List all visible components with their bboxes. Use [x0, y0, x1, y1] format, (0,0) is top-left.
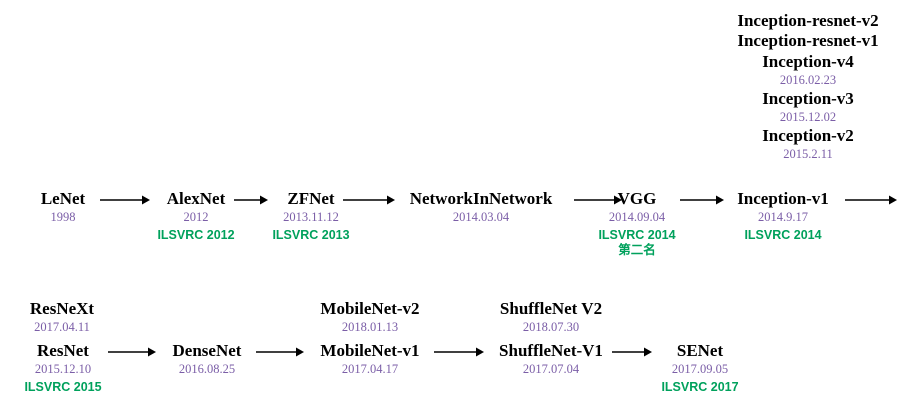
arrow-right-icon [612, 346, 652, 358]
node-name: Inception-v1 [737, 189, 829, 208]
node-date: 2017.04.17 [341, 361, 399, 376]
variant-inception-resnet-v2: Inception-resnet-v2 [737, 12, 878, 30]
variant-name: ShuffleNet V2 [499, 299, 603, 318]
node-date: 2017.07.04 [522, 361, 580, 376]
node-name: ResNet [37, 341, 89, 360]
variant-name: Inception-resnet-v2 [737, 11, 879, 30]
node-name: AlexNet [166, 189, 226, 208]
node-award: ILSVRC 2017 [661, 380, 739, 395]
variant-date: 2016.02.23 [779, 72, 837, 87]
node-date: 2013.11.12 [283, 209, 339, 224]
node-award: ILSVRC 2013 [272, 228, 350, 243]
arrow-right-icon [108, 346, 156, 358]
node-mobilenet-v1: MobileNet-v1 2017.04.17 [308, 342, 432, 376]
node-resnet: ResNet 2015.12.10 ILSVRC 2015 [22, 342, 104, 395]
node-award: ILSVRC 2015 [24, 380, 102, 395]
resnext-variant: ResNeXt 2017.04.11 [20, 300, 104, 334]
node-name: ZFNet [287, 189, 335, 208]
arrow-right-icon [574, 194, 622, 206]
variant-inception-v4: Inception-v4 2016.02.23 [762, 51, 854, 87]
variant-date: 2018.01.13 [341, 319, 399, 334]
node-name: DenseNet [172, 341, 242, 360]
arrow-right-icon [343, 194, 395, 206]
variant-inception-v3: Inception-v3 2015.12.02 [762, 90, 854, 124]
node-award: ILSVRC 2014 [598, 228, 676, 243]
inception-variant-stack: Inception-resnet-v2 Inception-resnet-v1 … [708, 12, 907, 161]
variant-name: Inception-v3 [762, 88, 854, 108]
node-zfnet: ZFNet 2013.11.12 ILSVRC 2013 [270, 190, 352, 243]
arrow-right-icon [434, 346, 484, 358]
node-date: 2014.03.04 [452, 209, 510, 224]
variant-name: Inception-v2 [762, 126, 854, 146]
node-name: NetworkInNetwork [409, 189, 553, 208]
variant-name: ResNeXt [29, 299, 95, 318]
variant-date: 2017.04.11 [34, 319, 90, 334]
node-date: 2015.12.10 [34, 361, 92, 376]
node-networkinnetwork: NetworkInNetwork 2014.03.04 [398, 190, 564, 224]
variant-inception-resnet-v1: Inception-resnet-v1 [737, 30, 879, 50]
shufflenet-v2-variant: ShuffleNet V2 2018.07.30 [488, 300, 614, 334]
mobilenet-v2-variant: MobileNet-v2 2018.01.13 [308, 300, 432, 334]
node-vgg: VGG 2014.09.04 ILSVRC 2014 第二名 [592, 190, 682, 258]
node-name: SENet [676, 341, 724, 360]
node-name: ShuffleNet-V1 [499, 341, 603, 360]
node-date: 2017.09.05 [671, 361, 729, 376]
node-senet: SENet 2017.09.05 ILSVRC 2017 [655, 342, 745, 395]
variant-date: 2015.12.02 [779, 109, 837, 124]
node-date: 2014.9.17 [758, 209, 808, 224]
node-shufflenet-v1: ShuffleNet-V1 2017.07.04 [488, 342, 614, 376]
variant-date: 2015.2.11 [783, 146, 833, 161]
arrow-right-icon [845, 194, 897, 206]
node-date: 1998 [50, 209, 76, 224]
node-name: VGG [617, 189, 657, 208]
node-inception-v1: Inception-v1 2014.9.17 ILSVRC 2014 [728, 190, 838, 243]
arrow-right-icon [234, 194, 268, 206]
variant-name: Inception-v4 [762, 51, 854, 71]
arrow-right-icon [256, 346, 304, 358]
node-date: 2014.09.04 [608, 209, 666, 224]
node-award-subtitle: 第二名 [618, 243, 656, 258]
variant-inception-v2: Inception-v2 2015.2.11 [762, 127, 854, 161]
variant-date: 2018.07.30 [522, 319, 580, 334]
variant-name: MobileNet-v2 [320, 299, 420, 318]
node-date: 2012 [183, 209, 209, 224]
node-name: LeNet [40, 189, 86, 208]
node-densenet: DenseNet 2016.08.25 [160, 342, 254, 376]
node-lenet: LeNet 1998 [32, 190, 94, 224]
node-alexnet: AlexNet 2012 ILSVRC 2012 [155, 190, 237, 243]
node-date: 2016.08.25 [178, 361, 236, 376]
node-award: ILSVRC 2012 [157, 228, 235, 243]
variant-name: Inception-resnet-v1 [737, 30, 879, 50]
arrow-right-icon [680, 194, 724, 206]
node-award: ILSVRC 2014 [744, 228, 822, 243]
node-name: MobileNet-v1 [320, 341, 420, 360]
arrow-right-icon [100, 194, 150, 206]
